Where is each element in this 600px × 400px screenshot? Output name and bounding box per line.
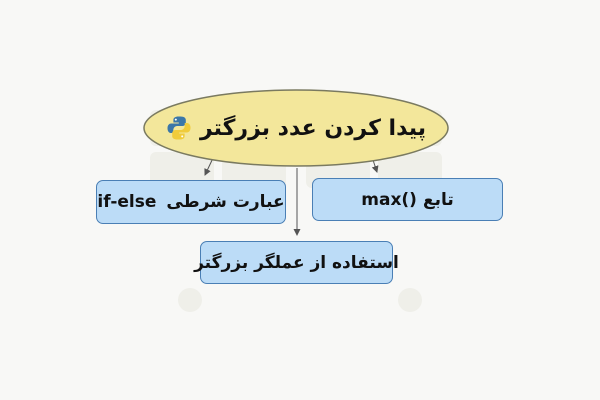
root-label: پیدا کردن عدد بزرگتر [199,115,427,141]
node-operator: استفاده از عملگر بزرگتر [194,241,399,284]
node-max: تابع max() [312,178,503,221]
node-if-else-label: عبارت شرطی [166,192,285,212]
node-max-label: تابع [422,189,454,210]
node-operator-label: استفاده از عملگر بزرگتر [194,252,399,273]
root-ellipse [143,89,449,167]
root-node: پیدا کردن عدد بزرگتر [142,88,450,168]
node-if-else: عبارت شرطی if-else [96,180,286,224]
node-max-code: max() [361,189,417,210]
python-logo-icon [167,116,191,140]
node-if-else-code: if-else [97,192,157,212]
